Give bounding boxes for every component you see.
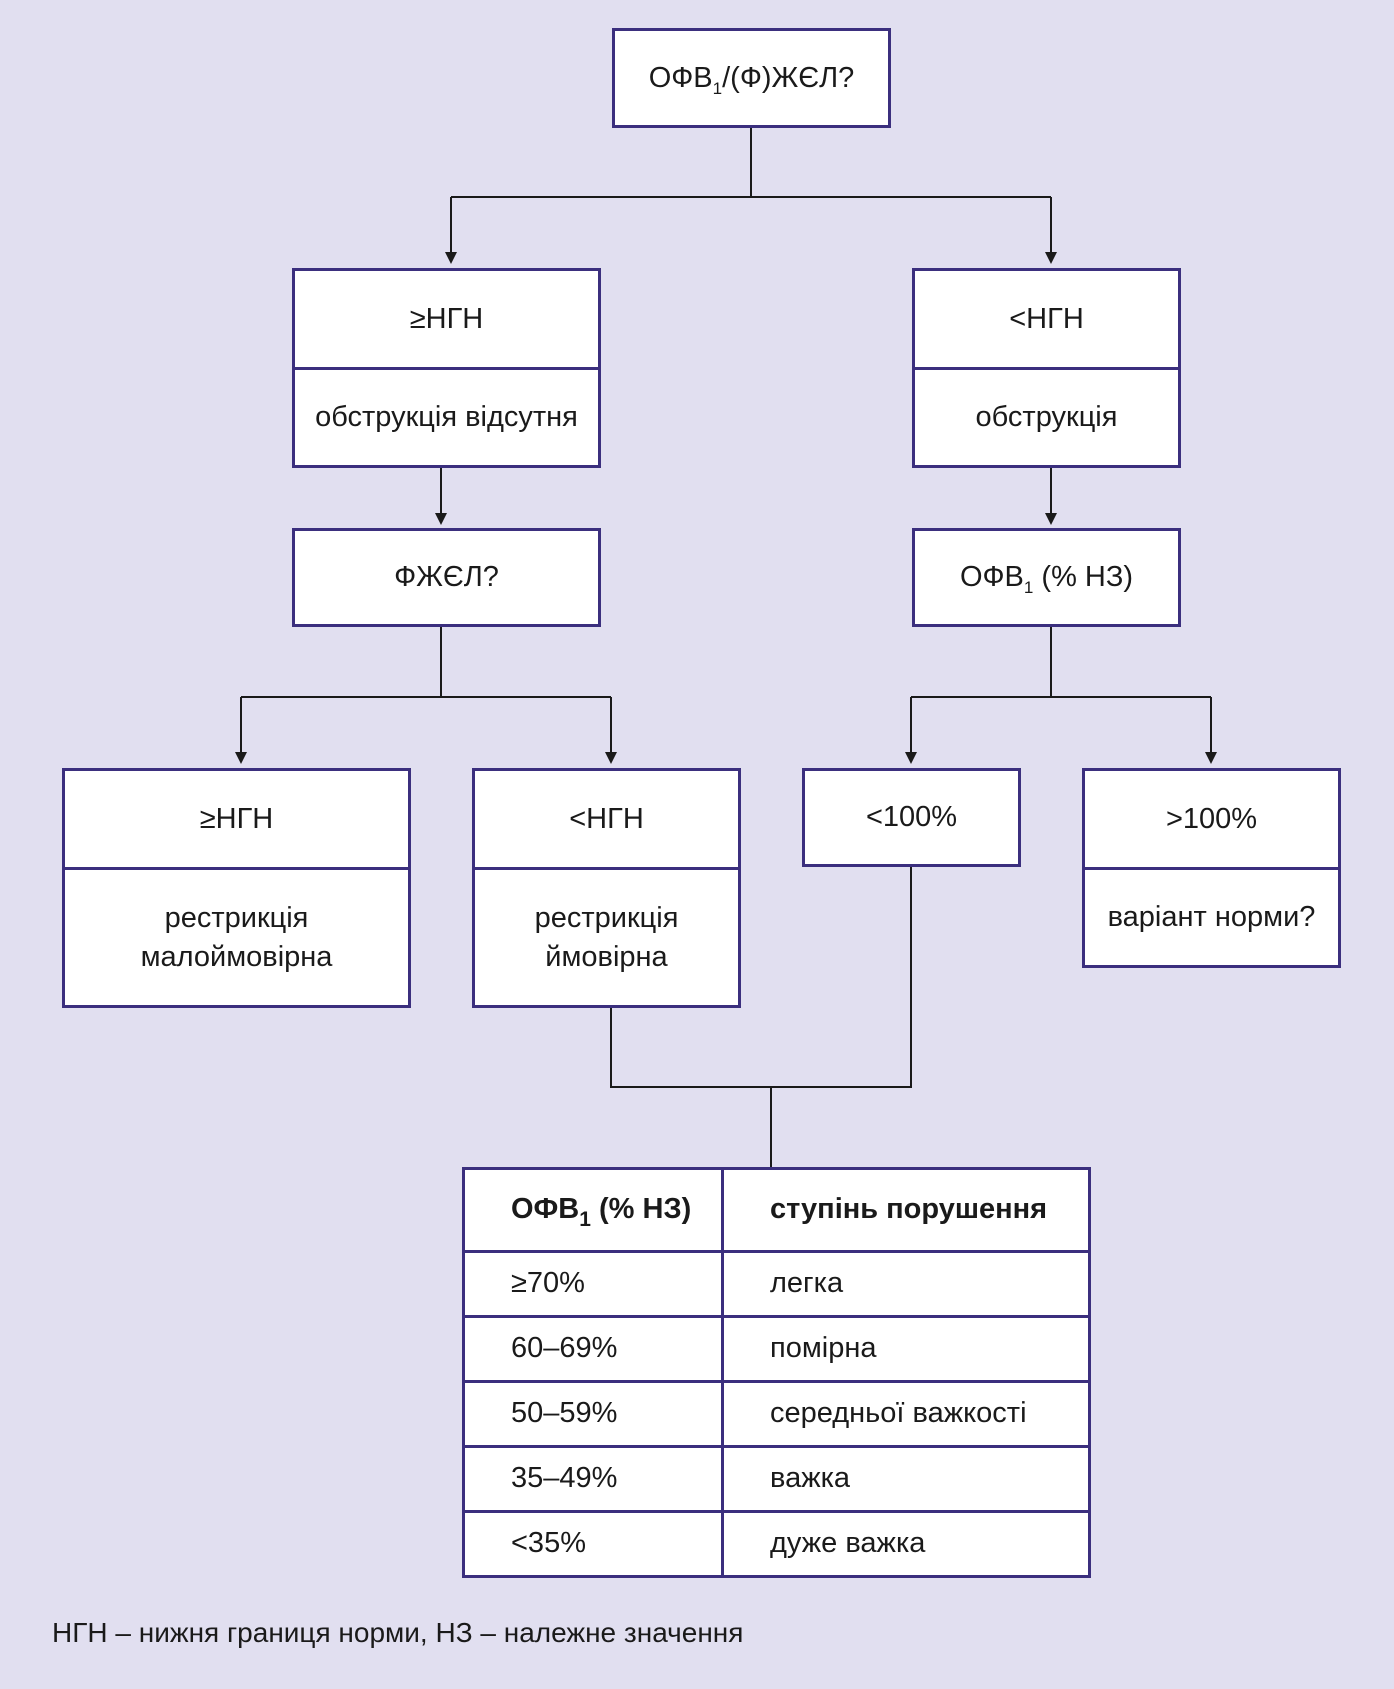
right-branch-body: обструкція <box>915 367 1178 465</box>
below-100-label: <100% <box>865 801 958 833</box>
fvc-question-box: ФЖЄЛ? <box>292 528 601 627</box>
left-branch-body: обструкція відсутня <box>295 367 598 465</box>
left-branch-header: ≥НГН <box>409 302 484 335</box>
table-row: 60–69% помірна <box>462 1314 1091 1383</box>
degree-column-header: ступінь порушення <box>721 1167 1091 1253</box>
root-box: ОФВ1/(Ф)ЖЄЛ? <box>612 28 891 128</box>
root-label: ОФВ1/(Ф)ЖЄЛ? <box>648 61 855 98</box>
severity-table: ОФВ1 (% НЗ) ступінь порушення ≥70% легка… <box>462 1167 1091 1579</box>
restriction-unlikely-body: рестрикція малоймовірна <box>65 867 408 1005</box>
severity-table-header: ОФВ1 (% НЗ) ступінь порушення <box>462 1167 1091 1253</box>
table-row: ≥70% легка <box>462 1249 1091 1318</box>
fev1-column-header: ОФВ1 (% НЗ) <box>462 1167 724 1253</box>
degree-cell: легка <box>721 1249 1091 1318</box>
restriction-likely-box: <НГН рестрикція ймовірна <box>472 768 741 1008</box>
above-100-box: >100% варіант норми? <box>1082 768 1341 968</box>
connector-merge <box>610 866 912 1088</box>
footnote: НГН – нижня границя норми, НЗ – належне … <box>52 1617 744 1648</box>
degree-cell: середньої важкості <box>721 1379 1091 1448</box>
table-row: <35% дуже важка <box>462 1509 1091 1579</box>
range-cell: 60–69% <box>462 1314 724 1383</box>
above-100-body: варіант норми? <box>1085 867 1338 965</box>
range-cell: 35–49% <box>462 1444 724 1513</box>
above-100-header: >100% <box>1165 802 1258 835</box>
fev1-question-box: ОФВ1 (% НЗ) <box>912 528 1181 627</box>
restriction-likely-header: <НГН <box>569 802 644 835</box>
right-branch-box: <НГН обструкція <box>912 268 1181 468</box>
range-cell: 50–59% <box>462 1379 724 1448</box>
range-cell: ≥70% <box>462 1249 724 1318</box>
below-100-box: <100% <box>802 768 1021 867</box>
right-branch-header: <НГН <box>1009 302 1084 335</box>
restriction-likely-body: рестрикція ймовірна <box>475 867 738 1005</box>
fvc-question-label: ФЖЄЛ? <box>394 561 499 593</box>
table-row: 50–59% середньої важкості <box>462 1379 1091 1448</box>
fev1-question-label: ОФВ1 (% НЗ) <box>959 561 1134 597</box>
degree-cell: дуже важка <box>721 1509 1091 1579</box>
left-branch-box: ≥НГН обструкція відсутня <box>292 268 601 468</box>
table-row: 35–49% важка <box>462 1444 1091 1513</box>
range-cell: <35% <box>462 1509 724 1579</box>
restriction-unlikely-header: ≥НГН <box>199 802 274 835</box>
restriction-unlikely-box: ≥НГН рестрикція малоймовірна <box>62 768 411 1008</box>
degree-cell: помірна <box>721 1314 1091 1383</box>
degree-cell: важка <box>721 1444 1091 1513</box>
